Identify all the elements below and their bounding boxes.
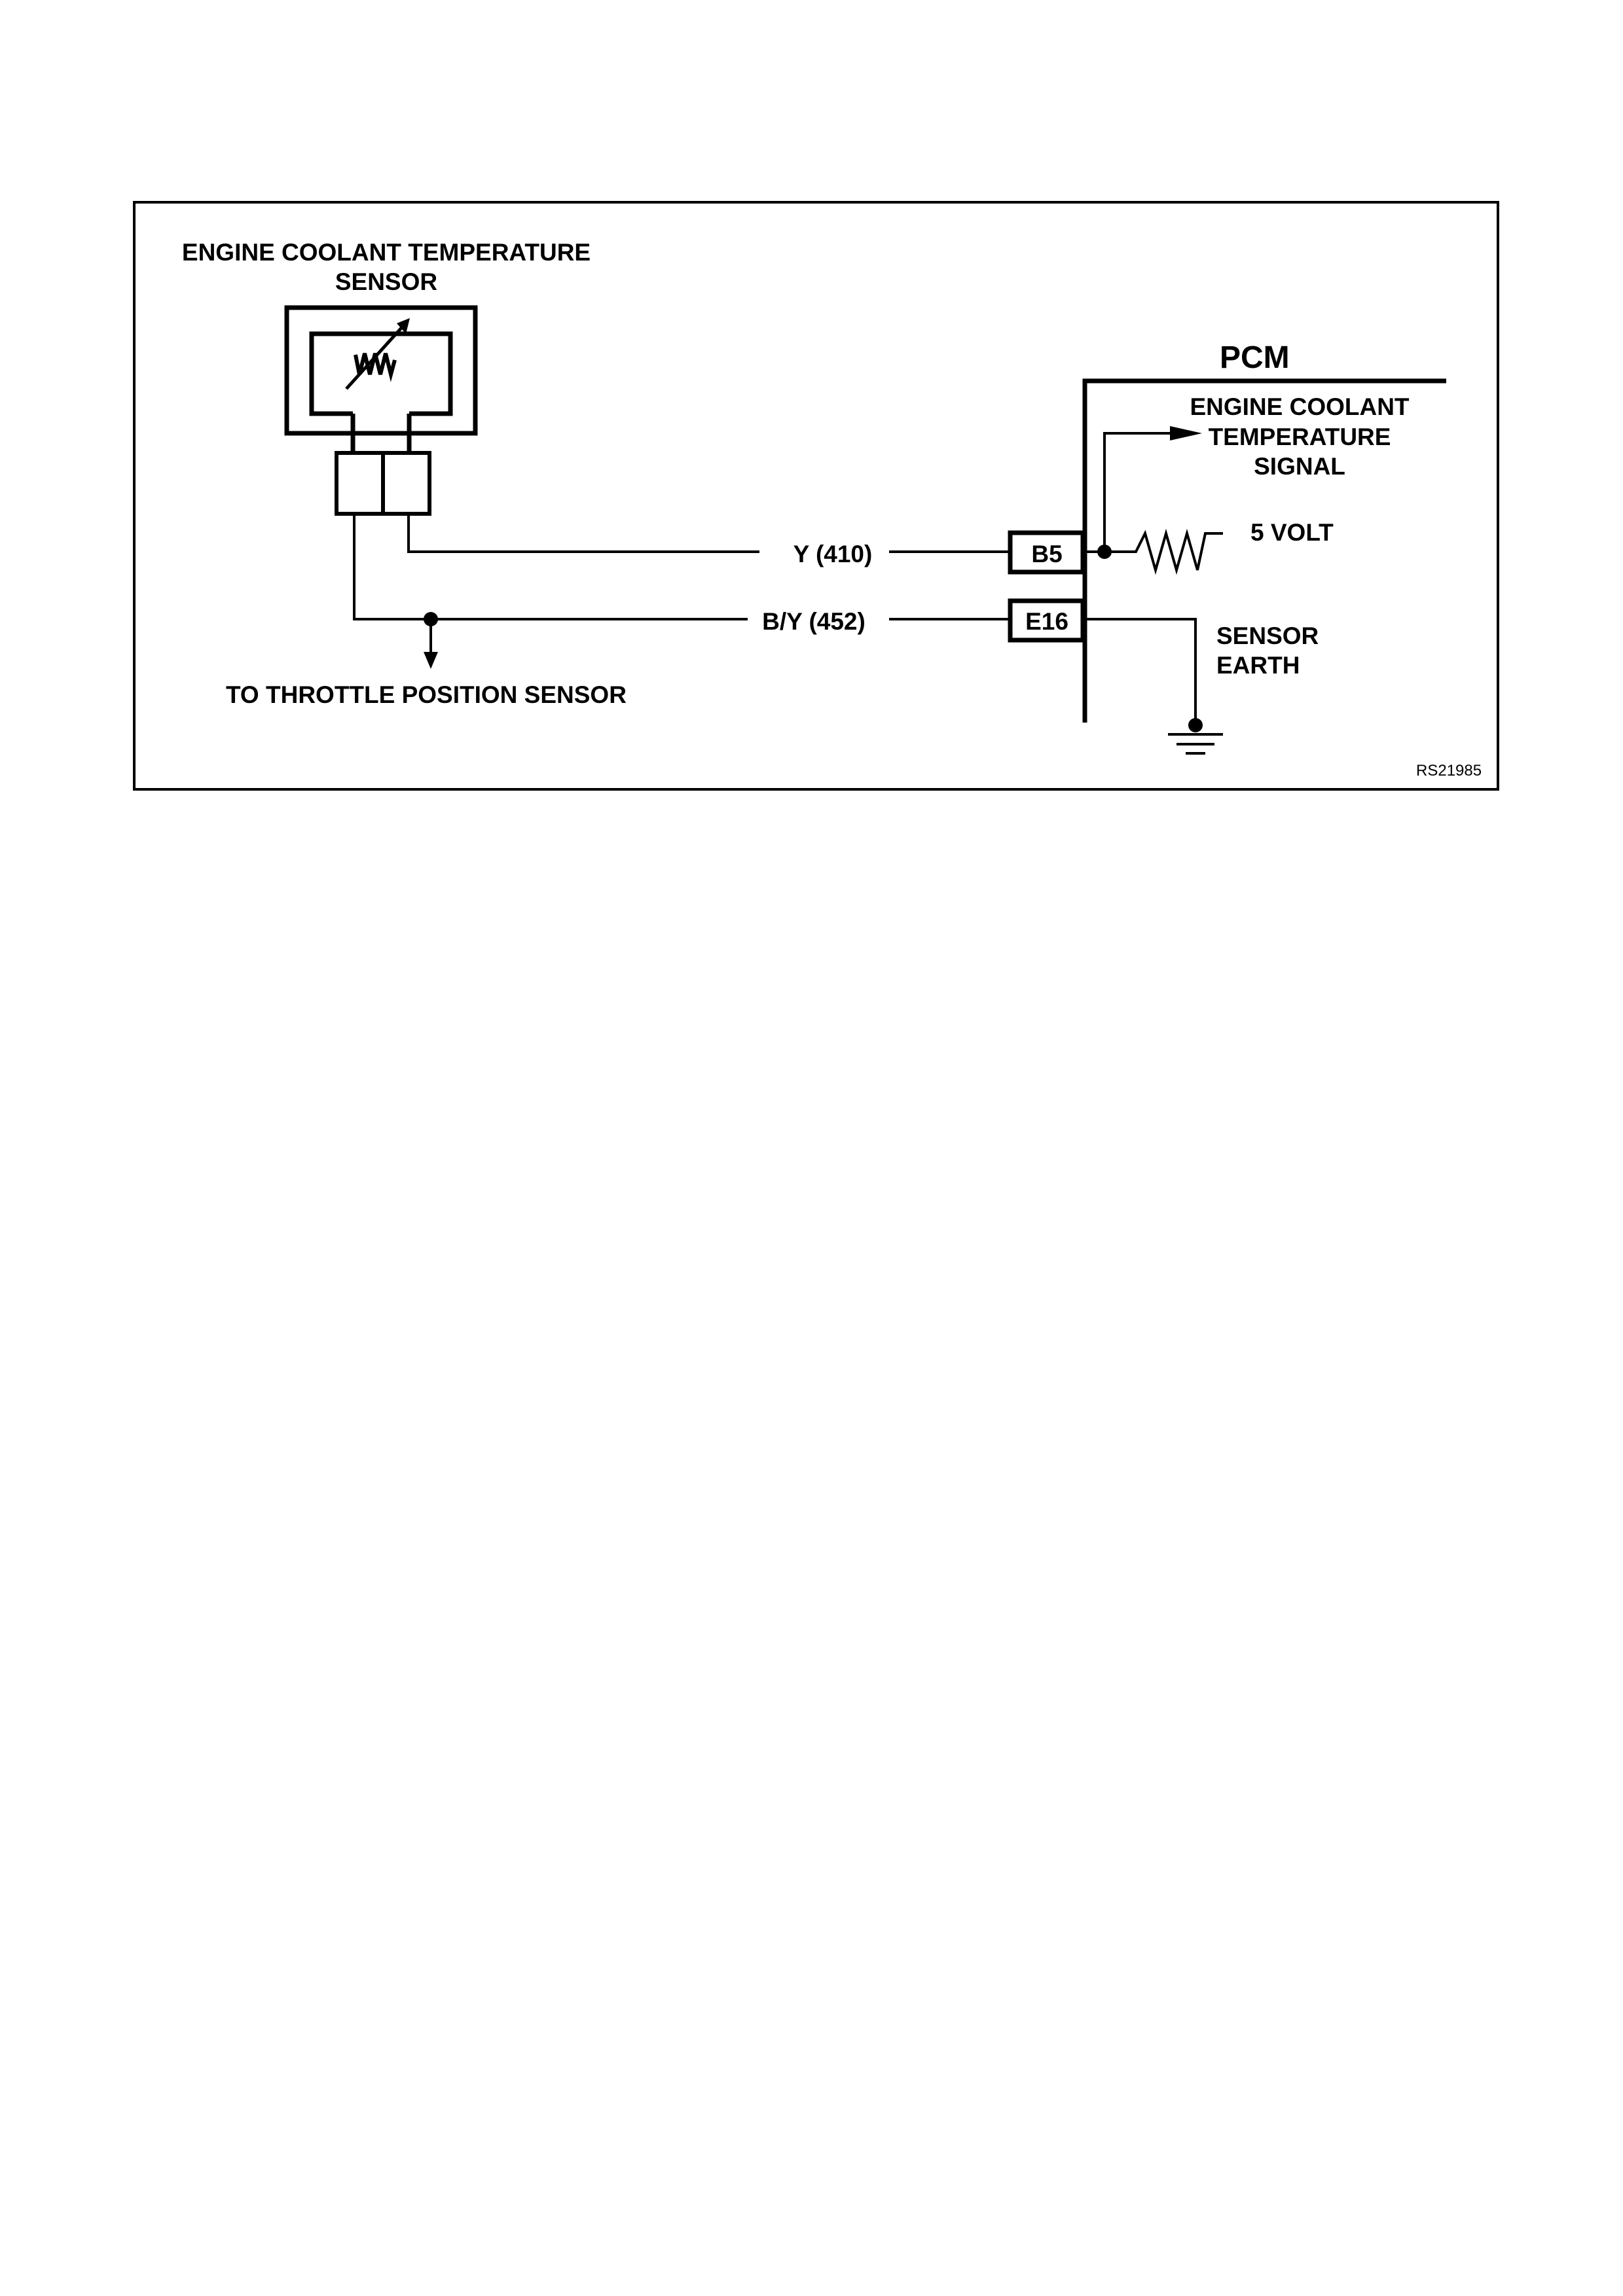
signal-label-line3: SIGNAL: [1254, 453, 1345, 480]
signal-wire-left: [409, 514, 759, 552]
earth-wire-label: B/Y (452): [762, 608, 866, 635]
earth-node: [1188, 718, 1203, 732]
signal-wire-label: Y (410): [793, 541, 873, 567]
sensor-title-line1: ENGINE COOLANT TEMPERATURE: [182, 239, 591, 266]
pcm-title: PCM: [1220, 340, 1290, 375]
signal-label-line1: ENGINE COOLANT: [1190, 393, 1409, 420]
sensor-connector-left: [337, 453, 383, 514]
pullup-resistor-icon: [1104, 533, 1223, 570]
signal-output-line: [1104, 433, 1172, 552]
sensor-earth-label-line2: EARTH: [1216, 652, 1300, 679]
sensor-earth-label-line1: SENSOR: [1216, 622, 1319, 649]
pin-e16-label: E16: [1025, 608, 1068, 635]
tps-arrow-head: [424, 652, 438, 669]
earth-wire-left: [354, 514, 748, 619]
sensor-connector-right: [383, 453, 429, 514]
pin-b5-label: B5: [1031, 541, 1062, 567]
signal-output-arrow: [1170, 426, 1202, 440]
sensor-title-line2: SENSOR: [335, 268, 437, 295]
sensor-earth-line: [1083, 619, 1195, 725]
figure-reference: RS21985: [1416, 762, 1482, 780]
tps-label: TO THROTTLE POSITION SENSOR: [226, 681, 627, 708]
reference-voltage-label: 5 VOLT: [1250, 519, 1334, 546]
signal-label-line2: TEMPERATURE: [1209, 423, 1391, 450]
